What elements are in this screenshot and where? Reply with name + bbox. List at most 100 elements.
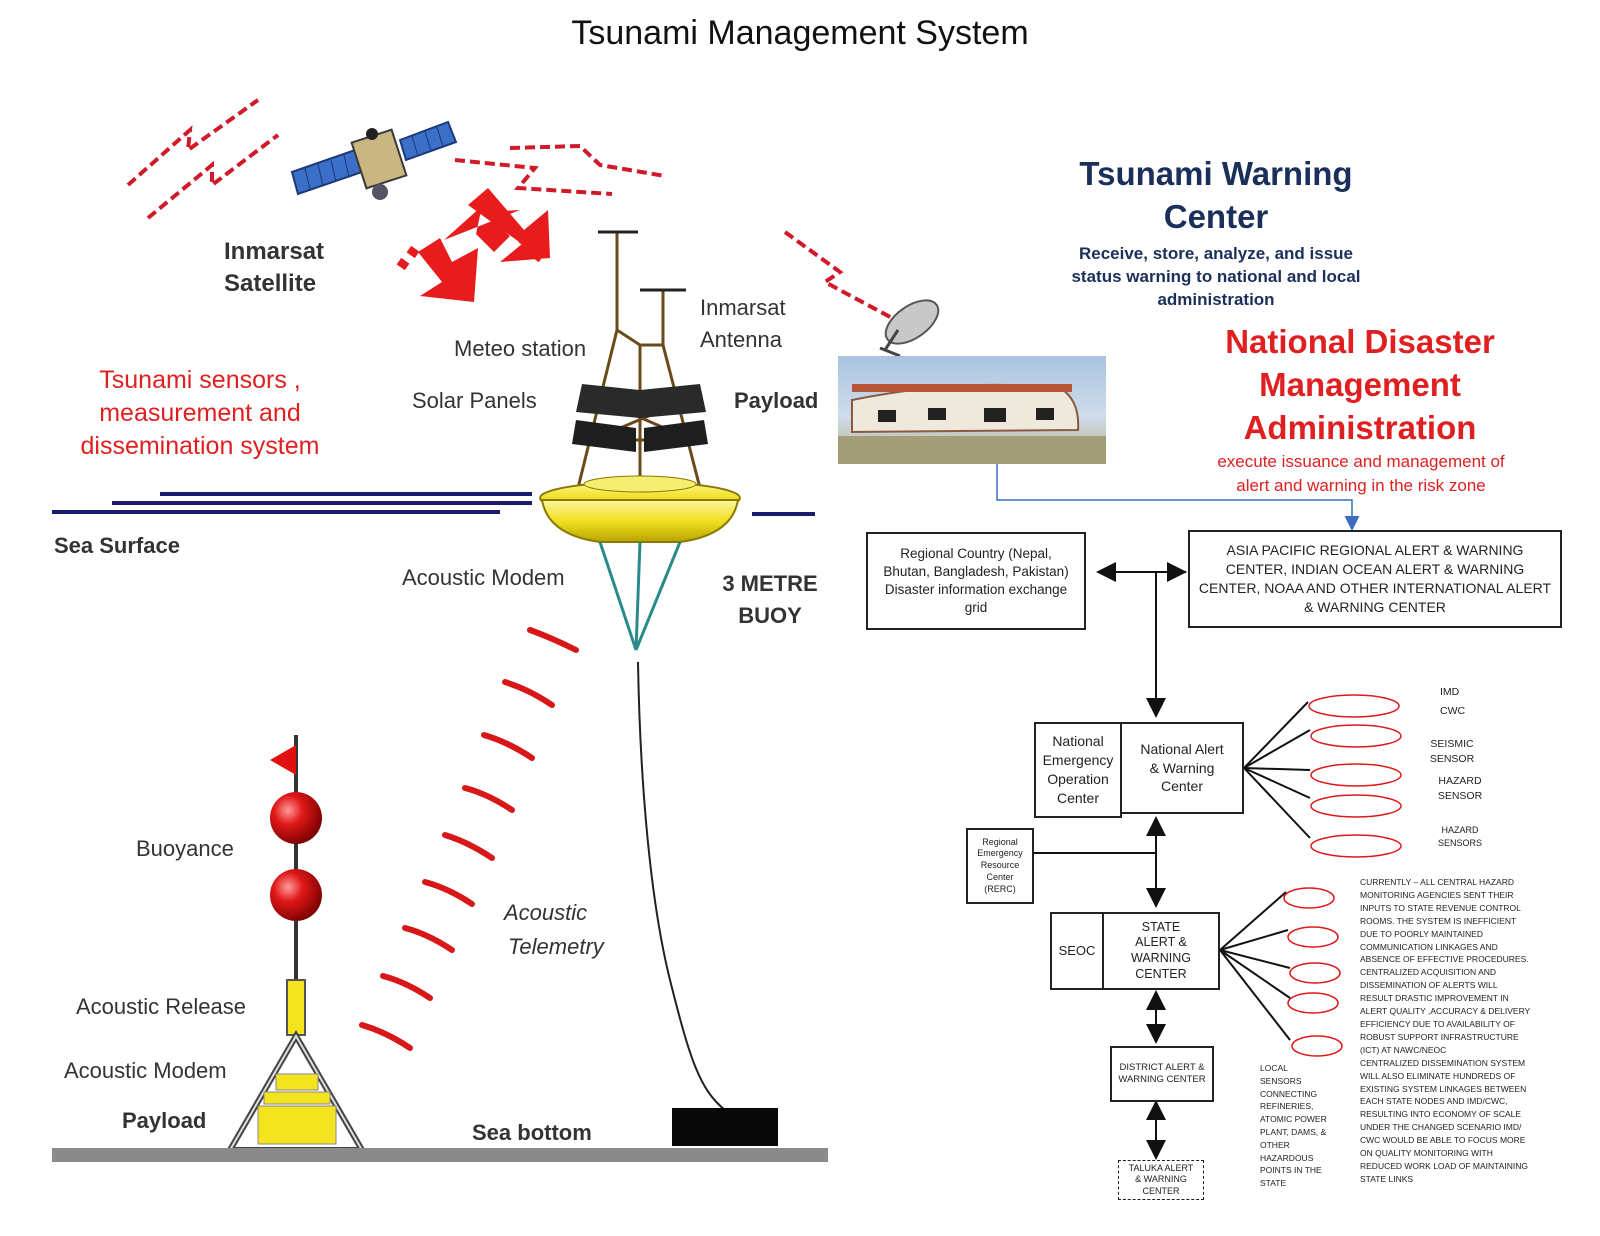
agency-imd: IMD [1440,686,1460,698]
sea-surface-label: Sea Surface [54,533,180,558]
ndma-title: National Disaster Management Administrat… [1200,320,1520,449]
neoc-line4: Center [1056,789,1100,806]
note-line: UNDER THE CHANGED SCENARIO IMD/ [1360,1122,1522,1133]
note-line: ABSENCE OF EFFECTIVE PROCEDURES. [1360,954,1529,965]
agency-seismic-sensor: SEISMIC SENSOR [1420,737,1484,767]
local-sensors-line9: POINTS IN THE [1260,1165,1322,1176]
buoyance-sphere-icon [270,792,322,844]
neoc-line1: National [1052,733,1104,750]
page-title: Tsunami Management System [571,14,1029,52]
note-line: CURRENTLY – ALL CENTRAL HAZARD [1360,877,1514,887]
acoustic-modem-icon [275,1073,319,1091]
local-sensors-line7: OTHER [1260,1139,1290,1150]
nawc-line1: National Alert [1140,740,1224,757]
flow-connectors [1034,562,1311,1160]
local-sensors-line3: CONNECTING [1260,1088,1318,1099]
note-line: WILL ALSO ELIMINATE HUNDREDS OF [1360,1070,1516,1081]
asia-pacific-line1: ASIA PACIFIC REGIONAL ALERT & WARNING [1226,542,1524,559]
seabed-mooring-unit [224,735,368,1153]
sensors-label-line1: Tsunami sensors , [99,366,301,394]
buoyance-sphere-icon-2 [270,869,322,921]
payload-bottom-label: Payload [122,1108,207,1133]
acoustic-modem-top-label: Acoustic Modem [402,565,565,590]
ndma-desc-line1: execute issuance and management of [1217,452,1505,471]
note-line: DISSEMINATION OF ALERTS WILL [1360,980,1498,991]
note-line: EACH STATE NODES AND IMD/CWC, [1360,1096,1508,1107]
satellite-dish-icon [879,299,940,358]
sea-surface-lines [52,492,815,516]
radio-signal-left-1 [126,98,260,187]
note-line: STATE LINKS [1360,1173,1414,1184]
agency-seismic-line1: SEISMIC [1430,738,1474,750]
acoustic-modem-bottom-label: Acoustic Modem [64,1058,227,1083]
note-line: MONITORING AGENCIES SENT THEIR [1360,889,1514,900]
buoy-tower [576,230,702,489]
regional-country-box: Regional Country (Nepal, Bhutan, Banglad… [866,532,1086,630]
local-sensors-line10: STATE [1260,1178,1287,1189]
note-line: RESULT DRASTIC IMPROVEMENT IN [1360,993,1509,1004]
warning-center-title-line2: Center [1163,198,1269,235]
mooring-line [637,661,726,1111]
satellite-label-line2: Satellite [224,270,317,297]
sensors-label-line3: dissemination system [80,432,320,460]
local-sensors-label: LOCAL SENSORS CONNECTING REFINERIES, ATO… [1260,1062,1327,1190]
agency-hazard-line1: HAZARD [1438,775,1482,787]
warning-center-desc-line3: administration [1157,290,1275,309]
flag-icon [270,745,296,775]
sensors-label-line2: measurement and [99,399,301,427]
note-line: ROOMS. THE SYSTEM IS INEFFICIENT [1360,915,1517,926]
warning-center-desc-line1: Receive, store, analyze, and issue [1078,244,1354,263]
solar-panels-label: Solar Panels [412,388,537,413]
note-line: ROBUST SUPPORT INFRASTRUCTURE [1360,1031,1519,1042]
sea-bottom-label: Sea bottom [472,1120,592,1145]
asia-pacific-box: ASIA PACIFIC REGIONAL ALERT & WARNING CE… [1188,530,1562,628]
agency-ellipses [1283,694,1402,1057]
note-line: INPUTS TO STATE REVENUE CONTROL [1360,902,1521,913]
rerc-line5: (RERC) [984,883,1016,894]
sawc-line2: ALERT & [1135,935,1187,950]
buoy-bridle [598,541,682,651]
acoustic-telemetry-line2: Telemetry [508,934,604,959]
nawc-box: National Alert & Warning Center [1120,722,1244,814]
buoyance-label: Buoyance [136,836,234,861]
agency-hazard-sensor: HAZARD SENSOR [1428,774,1492,804]
agency-cwc: CWC [1440,705,1466,717]
regional-country-line4: grid [964,600,988,616]
buoy-label: 3 METRE BUOY [710,568,830,632]
warning-center-desc-line2: status warning to national and local [1071,267,1361,286]
local-sensors-line2: SENSORS [1260,1075,1302,1086]
note-line: CENTRALIZED DISSEMINATION SYSTEM [1360,1057,1526,1068]
sawc-box: STATE ALERT & WARNING CENTER [1102,912,1220,990]
acoustic-telemetry-line1: Acoustic [504,900,588,925]
nawc-line3: Center [1160,778,1204,795]
payload-top-label: Payload [734,388,819,413]
asia-pacific-line3: CENTER, NOAA AND OTHER INTERNATIONAL ALE… [1198,580,1552,596]
agency-hazard-sensors-line1: HAZARD [1441,825,1479,835]
sawc-line4: CENTER [1135,966,1187,981]
seoc-box: SEOC [1050,912,1104,990]
radio-signal-left-2 [146,133,280,220]
agency-seismic-line2: SENSOR [1429,753,1475,765]
rerc-line3: Resource [980,860,1020,871]
radio-signal-to-dish [783,230,893,320]
sawc-line3: WARNING [1131,951,1191,965]
rerc-box: Regional Emergency Resource Center (RERC… [966,828,1034,904]
rerc-line1: Regional [982,836,1018,847]
buoy-hull [539,475,741,543]
neoc-line2: Emergency [1042,752,1114,769]
warning-center-building [838,356,1106,464]
local-sensors-line6: PLANT, DAMS, & [1260,1126,1327,1137]
tawc-box: TALUKA ALERT & WARNING CENTER [1118,1160,1204,1200]
ndma-title-line3: Administration [1243,409,1477,446]
buoy-label-line2: BUOY [738,603,802,628]
agency-hazard-sensors: HAZARD SENSORS [1428,824,1492,850]
neoc-line3: Operation [1047,771,1109,787]
sensors-label: Tsunami sensors , measurement and dissem… [60,364,340,463]
warning-center-title-line1: Tsunami Warning [1079,155,1353,192]
payload-icon [257,1105,337,1145]
dawc-line1: DISTRICT ALERT & [1119,1061,1205,1073]
satellite-label-line1: Inmarsat [224,238,325,265]
dawc-line2: WARNING CENTER [1118,1074,1206,1085]
